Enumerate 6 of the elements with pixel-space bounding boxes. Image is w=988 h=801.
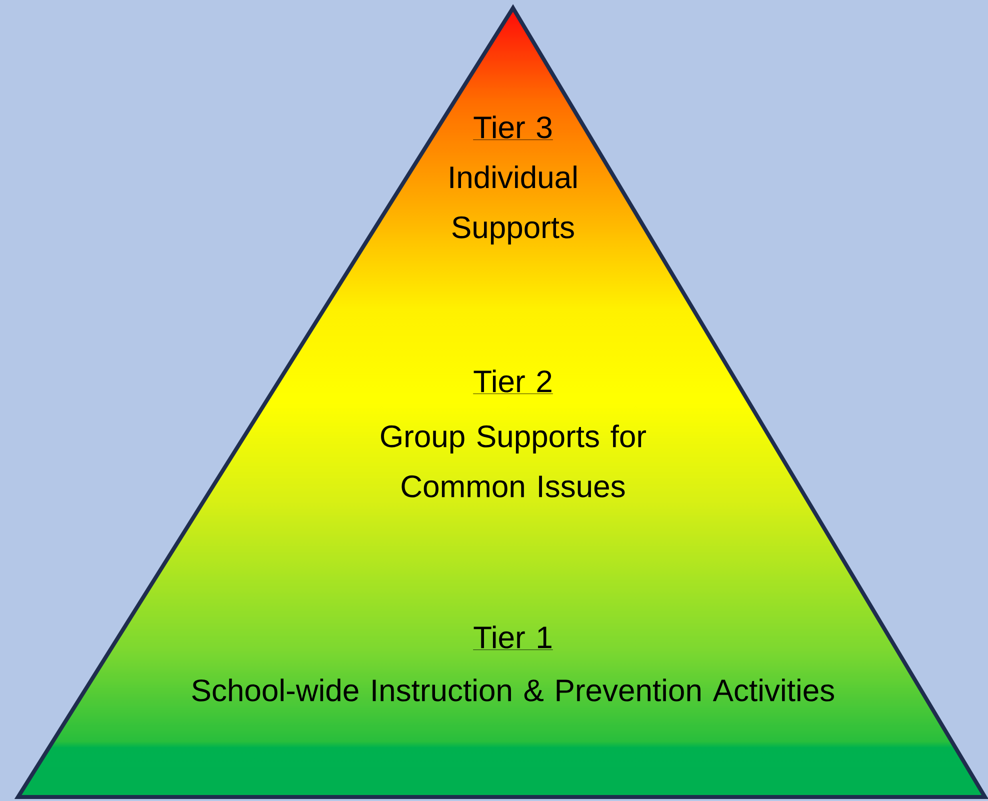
- tier-heading: Tier 1: [472, 626, 554, 650]
- tier-heading: Tier 2: [472, 370, 554, 394]
- tier-heading: Tier 3: [472, 116, 554, 140]
- tier-description: Individual Supports: [450, 166, 576, 244]
- tier-description: Group Supports for Common Issues: [381, 424, 646, 498]
- tier-description: School-wide Instruction & Prevention Activities: [192, 678, 834, 702]
